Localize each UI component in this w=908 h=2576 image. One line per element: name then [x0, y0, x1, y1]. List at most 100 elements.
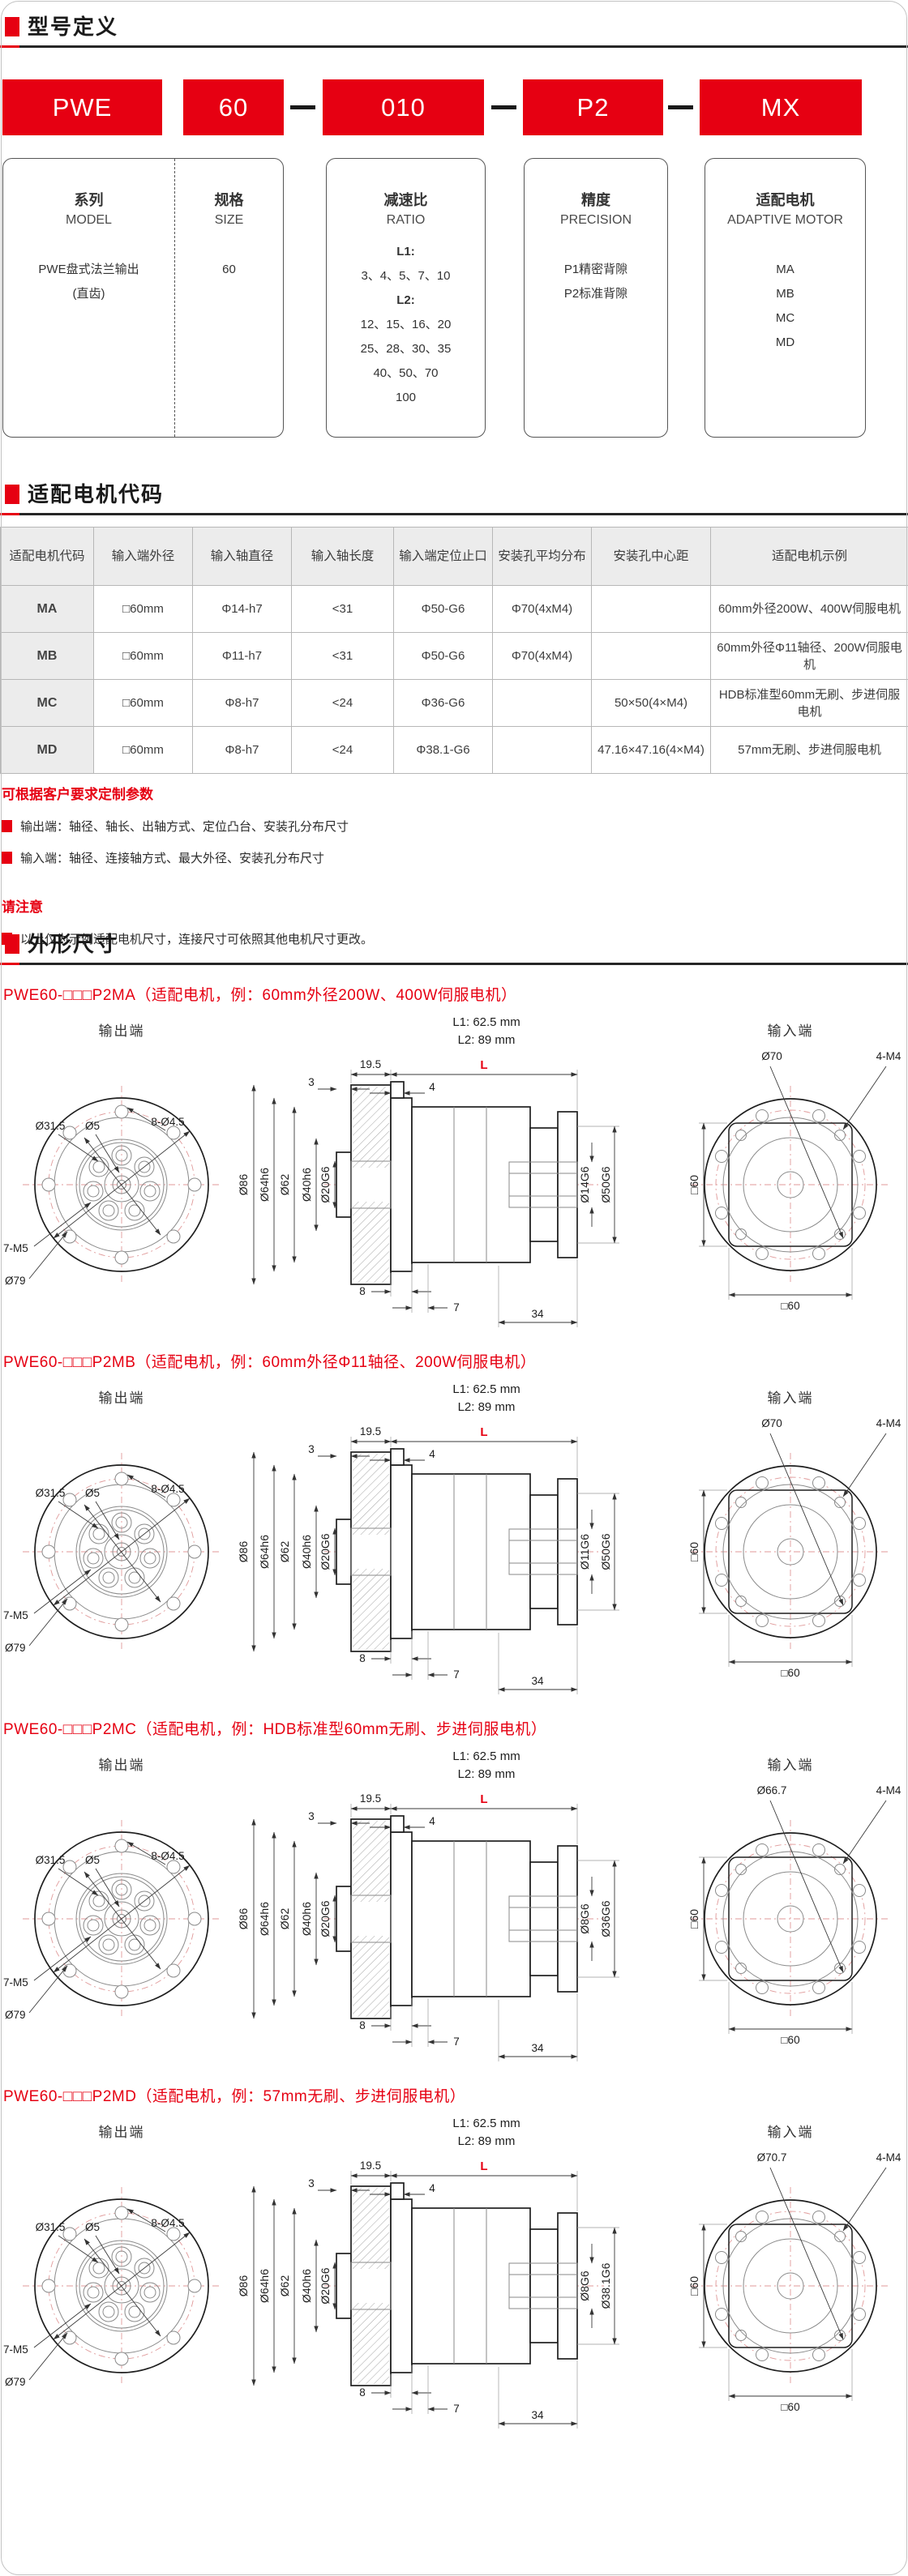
svg-text:L1: 62.5 mm: L1: 62.5 mm	[452, 1382, 520, 1396]
svg-text:7: 7	[453, 2036, 460, 2048]
svg-text:4-M4: 4-M4	[876, 2151, 902, 2164]
info-box-ratio: 减速比 RATIO L1: 3、4、5、7、10 L2: 12、15、16、20…	[326, 158, 486, 438]
info-line: P1精密背隙	[563, 263, 628, 276]
input-end-view: 输入端 Ø70 4-M4	[687, 1023, 902, 1312]
svg-text:输出端: 输出端	[99, 1391, 145, 1406]
svg-text:Ø40h6: Ø40h6	[300, 2269, 313, 2303]
svg-text:输出端: 输出端	[99, 1758, 145, 1773]
table-header-cell: 安装孔中心距	[591, 527, 711, 586]
info-title-en: PRECISION	[559, 213, 632, 227]
info-title-zh: 系列	[74, 192, 104, 208]
row-header-cell: MB	[0, 632, 94, 680]
drawing-title: PWE60-□□□P2MB（适配电机，例：60mm外径Φ11轴径、200W伺服电…	[3, 1354, 537, 1371]
svg-text:输入端: 输入端	[768, 1391, 814, 1406]
info-size: 规格 SIZE 60	[175, 159, 283, 437]
info-line: MB	[776, 287, 794, 301]
info-line: 40、50、70	[373, 366, 439, 380]
svg-text:19.5: 19.5	[360, 2159, 381, 2172]
table-header-cell: 适配电机示例	[710, 527, 908, 586]
table-cell: <31	[291, 632, 394, 680]
red-square-bullet-icon	[5, 485, 19, 504]
svg-text:Ø86: Ø86	[237, 1174, 250, 1196]
svg-text:L1: 62.5 mm: L1: 62.5 mm	[452, 1015, 520, 1029]
table-cell: Φ50-G6	[393, 585, 493, 633]
svg-text:L: L	[480, 1425, 487, 1439]
info-model: 系列 MODEL PWE盘式法兰输出 (直齿)	[3, 159, 175, 437]
svg-text:Ø40h6: Ø40h6	[300, 1168, 313, 1202]
svg-text:□60: □60	[687, 1542, 700, 1561]
svg-text:□60: □60	[687, 2276, 700, 2296]
dash-separator	[290, 105, 315, 109]
svg-text:34: 34	[531, 2042, 544, 2054]
input-end-view: 输入端 Ø70.7 4-M4	[687, 2125, 902, 2413]
section-header: 外形尺寸	[0, 932, 908, 963]
svg-text:7: 7	[453, 2403, 460, 2415]
table-cell: □60mm	[93, 632, 193, 680]
svg-text:Ø5: Ø5	[85, 1854, 100, 1866]
info-line: MD	[775, 335, 795, 349]
info-line: 12、15、16、20	[360, 318, 452, 331]
section-view: L1: 62.5 mm L2: 89 mm	[237, 1015, 619, 1327]
table-cell: <24	[291, 679, 394, 727]
info-line: L2:	[396, 293, 415, 307]
svg-text:Ø8G6: Ø8G6	[578, 2271, 591, 2301]
table-cell	[591, 632, 711, 680]
note-item: 输入端：轴径、连接轴方式、最大外径、安装孔分布尺寸	[2, 849, 908, 866]
info-line: MC	[775, 311, 795, 325]
table-cell: 57mm无刷、步进伺服电机	[710, 726, 908, 774]
info-box-precision: 精度 PRECISION P1精密背隙 P2标准背隙	[524, 158, 668, 438]
section-model-definition: 型号定义 PWE 60 010 P2 MX 系列 MODEL PWE盘式法兰输出…	[0, 15, 908, 468]
svg-text:Ø8G6: Ø8G6	[578, 1903, 591, 1934]
svg-text:Ø40h6: Ø40h6	[300, 1535, 313, 1569]
table-cell: <31	[291, 585, 394, 633]
table-header-cell: 输入端外径	[93, 527, 193, 586]
svg-text:Ø20G6: Ø20G6	[319, 1533, 332, 1570]
drawing-canvas: 输出端	[0, 2108, 908, 2433]
dash-separator	[668, 105, 693, 109]
table-header-cell: 安装孔平均分布	[492, 527, 592, 586]
svg-text:4: 4	[429, 1081, 435, 1093]
model-code-size: 60	[183, 79, 284, 135]
red-square-bullet-icon	[5, 17, 19, 36]
model-code-ratio: 010	[323, 79, 484, 135]
cad-drawing: 输出端	[3, 1382, 902, 1694]
table-cell: 47.16×47.16(4×M4)	[591, 726, 711, 774]
info-title-en: MODEL	[66, 213, 112, 227]
table-cell: 60mm外径Φ11轴径、200W伺服电机	[710, 632, 908, 680]
svg-text:4-M4: 4-M4	[876, 1417, 902, 1429]
input-end-view: 输入端 Ø70 4-M4	[687, 1391, 902, 1679]
section-title: 型号定义	[28, 15, 119, 39]
info-box-adaptive-motor: 适配电机 ADAPTIVE MOTOR MA MB MC MD	[705, 158, 866, 438]
svg-text:Ø86: Ø86	[237, 2275, 250, 2297]
svg-text:L2: 89 mm: L2: 89 mm	[458, 1033, 516, 1047]
svg-text:4: 4	[429, 1448, 435, 1460]
svg-text:34: 34	[531, 1675, 544, 1687]
cad-drawing: 输出端	[3, 1749, 902, 2061]
drawing-canvas: 输出端	[0, 1741, 908, 2066]
dash-separator	[491, 105, 516, 109]
section-header: 适配电机代码	[0, 482, 908, 513]
svg-text:Ø5: Ø5	[85, 1120, 100, 1132]
svg-text:Ø66.7: Ø66.7	[757, 1784, 787, 1796]
table-cell: Φ38.1-G6	[393, 726, 493, 774]
svg-text:L2: 89 mm: L2: 89 mm	[458, 1400, 516, 1414]
drawing-canvas: 输出端	[0, 1373, 908, 1699]
svg-text:□60: □60	[781, 2034, 799, 2046]
svg-text:8: 8	[359, 1652, 366, 1664]
section-title: 外形尺寸	[28, 932, 119, 956]
svg-text:Ø64h6: Ø64h6	[258, 1535, 271, 1569]
svg-text:输入端: 输入端	[768, 2125, 814, 2140]
info-title-zh: 适配电机	[756, 192, 815, 208]
svg-text:L1: 62.5 mm: L1: 62.5 mm	[452, 2117, 520, 2130]
svg-text:7-M5: 7-M5	[3, 1609, 28, 1621]
drawing-title: PWE60-□□□P2MA（适配电机，例：60mm外径200W、400W伺服电机…	[3, 987, 517, 1004]
table-cell: <24	[291, 726, 394, 774]
info-line: 25、28、30、35	[360, 342, 452, 356]
svg-text:Ø20G6: Ø20G6	[319, 2267, 332, 2304]
svg-text:输入端: 输入端	[768, 1758, 814, 1773]
row-header-cell: MD	[0, 726, 94, 774]
note-text: 输入端：轴径、连接轴方式、最大外径、安装孔分布尺寸	[20, 852, 325, 865]
table-cell: Φ50-G6	[393, 632, 493, 680]
